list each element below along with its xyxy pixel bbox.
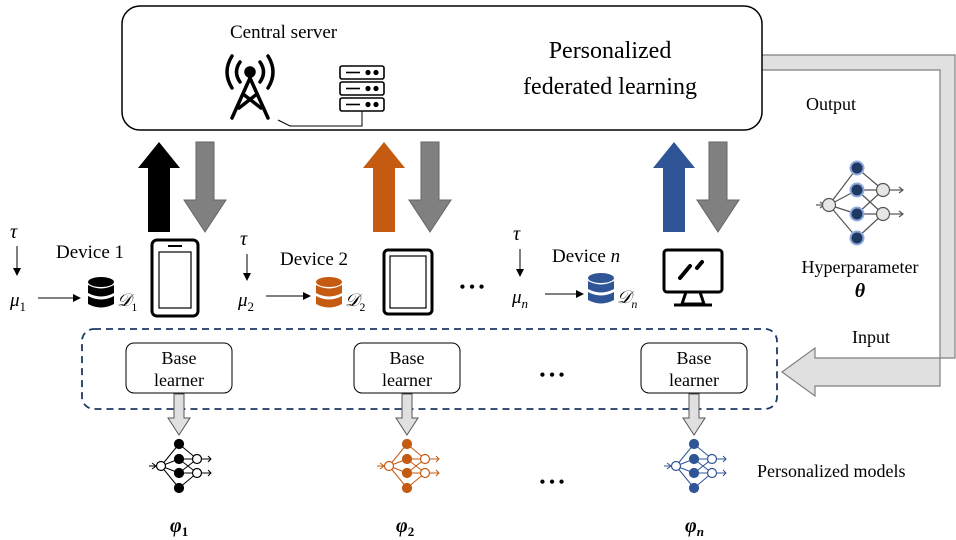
hyperparameter-symbol: θ [855,280,866,302]
svg-text:Base: Base [677,348,712,368]
svg-text:learner: learner [382,370,432,390]
device1-label: Device 1 [56,242,124,263]
method-line2: federated learning [523,74,697,100]
personalized-models-label: Personalized models [757,461,905,481]
svg-text:Base: Base [390,348,425,368]
learner1-down-arrow [167,393,191,436]
personalized-model-n-icon [664,438,727,494]
device2-upload-arrow [363,142,405,232]
devicen-mu: μn [511,287,528,311]
personalized-model-2-icon [377,438,440,494]
server-connector-line [277,111,363,127]
device1-mu: μ1 [9,290,26,314]
device2-mu: μ2 [237,290,254,314]
input-label: Input [852,327,890,347]
database-icon [316,277,342,308]
base-learner-2: Base learner [353,342,461,394]
device-1-group: τ μ1 Device 1 𝒟1 [9,221,200,318]
learner2-down-arrow [395,393,419,436]
output-label: Output [806,94,856,114]
device1-dataset: 𝒟1 [117,290,137,314]
device2-dataset: 𝒟2 [345,290,365,314]
database-icon [88,277,114,308]
svg-text:learner: learner [669,370,719,390]
personalized-model-1-icon [149,438,212,494]
devicen-dataset: 𝒟n [617,287,637,311]
devicen-upload-arrow [653,142,695,232]
database-icon [588,273,614,304]
devicen-label: Device n [552,246,620,267]
device2-tau: τ [240,228,248,250]
antenna-tower-icon [225,54,275,120]
device2-download-arrow [408,141,452,233]
hyperparameter-network-icon [816,160,904,246]
device2-label: Device 2 [280,249,348,270]
base-learner-container [81,328,778,410]
central-server-box [121,5,763,131]
method-line1: Personalized [549,38,672,64]
ellipsis-models: • • • [540,474,565,491]
tablet-icon [382,248,434,316]
server-rack-icon [339,65,385,112]
learnern-down-arrow [682,393,706,436]
hyperparameter-label: Hyperparameter [802,257,919,277]
svg-text:learner: learner [154,370,204,390]
ellipsis-devices: • • • [460,279,485,296]
svg-text:Base: Base [162,348,197,368]
devicen-download-arrow [696,141,740,233]
server-title: Central server [230,22,338,43]
device-2-group: τ μ2 Device 2 𝒟2 • • • [237,228,485,316]
base-learner-n: Base learner [640,342,748,394]
device1-upload-arrow [138,142,180,232]
devicen-tau: τ [513,223,521,245]
ellipsis-learners: • • • [540,367,565,384]
smartphone-icon [150,238,200,318]
model-2-label: φ2 [396,515,414,539]
device1-download-arrow [183,141,227,233]
model-n-label: φn [685,515,704,539]
model-1-label: φ1 [170,515,188,539]
base-learner-1: Base learner [125,342,233,394]
device-n-group: τ μn Device n 𝒟n [511,223,724,311]
device1-tau: τ [10,221,18,243]
monitor-icon [662,248,724,307]
feedback-arrow [759,54,956,398]
